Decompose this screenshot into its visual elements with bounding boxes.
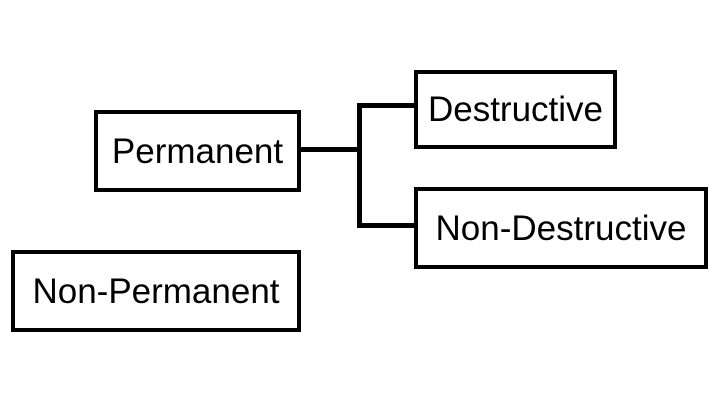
node-destructive-label: Destructive <box>427 90 604 129</box>
connector-vertical-split <box>357 103 362 228</box>
connector-to-non-destructive <box>357 223 415 228</box>
node-destructive: Destructive <box>414 70 617 149</box>
node-permanent-label: Permanent <box>111 131 284 171</box>
connector-trunk-from-permanent <box>299 147 359 152</box>
connector-to-destructive <box>357 103 415 108</box>
node-non-permanent: Non-Permanent <box>11 250 301 332</box>
node-non-destructive: Non-Destructive <box>414 187 708 269</box>
node-non-destructive-label: Non-Destructive <box>435 208 687 248</box>
node-permanent: Permanent <box>94 110 301 192</box>
node-non-permanent-label: Non-Permanent <box>32 271 280 311</box>
